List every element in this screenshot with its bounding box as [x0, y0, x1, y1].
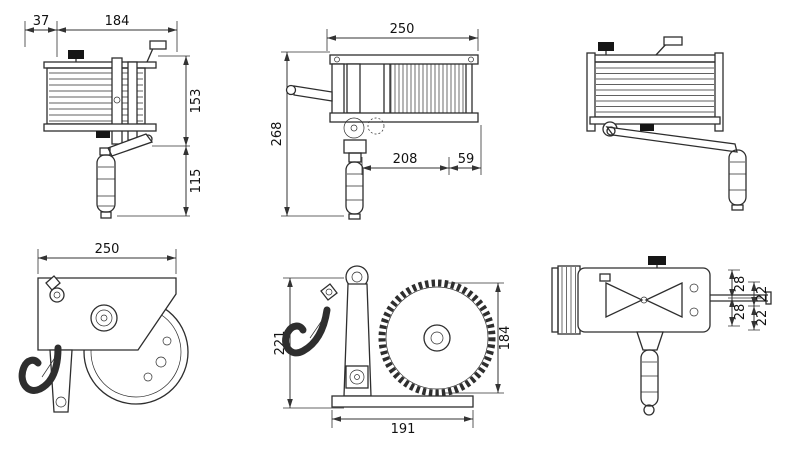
- dim-bottom-gear: 191: [331, 410, 474, 437]
- handle-grip: [728, 149, 747, 206]
- handle-hub: [343, 139, 367, 154]
- mount-hole: [689, 283, 699, 293]
- dim-top-side-left: 37 184: [24, 14, 178, 57]
- cable-wraps-hatch: [49, 72, 143, 122]
- ratchet-knob: [598, 42, 614, 51]
- axle-bolt: [90, 304, 118, 332]
- dim-label-offset: 37: [33, 14, 50, 29]
- ratchet-lever: [293, 85, 333, 102]
- top-frame-bar: [329, 54, 479, 65]
- side-plate: [586, 52, 596, 132]
- crank-handle-side-left: [96, 133, 154, 219]
- cable-wraps-hatch: [596, 67, 714, 113]
- dim-label-top-d1: 28: [733, 276, 748, 293]
- safety-latch: [309, 315, 326, 339]
- dim-label-handle-height: 115: [189, 169, 204, 194]
- gear-hub: [343, 117, 365, 139]
- ratchet-knob: [648, 256, 666, 265]
- safety-latch: [41, 355, 57, 378]
- view-front: 250 268: [270, 22, 482, 220]
- center-shaft: [346, 63, 361, 114]
- handle-below-top-view: [636, 331, 664, 416]
- support-arm: [331, 265, 474, 408]
- drum-hatch: [561, 267, 576, 333]
- crank-handle-side-right: [605, 126, 747, 211]
- view-pulley-block: 250: [18, 242, 189, 413]
- gear-hub: [423, 324, 451, 352]
- bolt-plate: [345, 365, 369, 389]
- dim-top-front: 250: [326, 22, 479, 51]
- gear-teeth: [378, 279, 496, 397]
- shackle-pin: [320, 283, 338, 301]
- dim-label-base-width: 191: [391, 422, 416, 437]
- mount-hole: [689, 307, 699, 317]
- crank-arm: [605, 126, 738, 153]
- dim-right-side-left: 153 115: [117, 55, 204, 217]
- view-gear-side: 221 184: [273, 265, 513, 437]
- mount-plate: [37, 275, 177, 351]
- hook-lower: [282, 283, 338, 357]
- drum-flange: [465, 57, 473, 121]
- winch-body-side-left: [43, 40, 167, 145]
- cable-coil-hatch: [390, 62, 464, 118]
- cable-drum: [593, 61, 717, 118]
- handle-grip: [96, 154, 116, 213]
- pawl-block: [640, 124, 654, 131]
- handle-bracket: [636, 331, 664, 351]
- handle-grip: [345, 161, 364, 215]
- view-top: 28 28 22 22: [551, 256, 772, 416]
- dim-label-front-height: 268: [270, 122, 285, 147]
- pawl-block: [96, 131, 110, 138]
- pinion-gear: [367, 117, 385, 135]
- dim-bottom-front: 208 59: [361, 125, 482, 175]
- dim-label-front-width: 250: [390, 22, 415, 37]
- dim-left-front: 268: [270, 51, 344, 217]
- dim-label-drum-width: 59: [458, 152, 475, 167]
- dim-label-top-d2: 28: [733, 304, 748, 321]
- mid-frame-bar: [329, 112, 479, 123]
- dim-top-pulley: 250: [37, 242, 177, 274]
- drum-flange: [383, 57, 391, 121]
- side-plate: [714, 52, 724, 132]
- dim-label-top-d3: 22: [755, 286, 770, 303]
- lever-knob: [285, 84, 297, 96]
- drum-end: [557, 265, 581, 335]
- cable-rod: [710, 291, 772, 305]
- label-plate: [663, 36, 683, 46]
- dim-right-top: 28 28 22 22: [728, 269, 770, 331]
- crank-grip-front: [345, 161, 364, 220]
- handle-grip: [640, 349, 659, 407]
- dim-label-pulley-width: 250: [95, 242, 120, 257]
- winch-top-body: [551, 256, 711, 335]
- dim-label-frame-width: 208: [393, 152, 418, 167]
- frame-plate: [577, 267, 711, 333]
- label-plate: [149, 40, 167, 50]
- brace-cutout: [605, 281, 683, 319]
- shackle-pin: [45, 275, 61, 291]
- base-plate: [331, 395, 474, 408]
- view-side-left: 37 184 153: [24, 14, 204, 219]
- hook: [18, 344, 62, 394]
- winch-body-front: [285, 54, 479, 163]
- dim-label-width: 184: [105, 14, 130, 29]
- view-side-right: [586, 36, 747, 211]
- dim-right-gear: 184: [445, 282, 513, 394]
- gear-wheel: [378, 279, 496, 397]
- dim-label-body-height: 153: [189, 89, 204, 114]
- shackle-eye: [49, 287, 65, 303]
- dim-label-top-d4: 22: [755, 310, 770, 327]
- ratchet-knob: [68, 50, 84, 59]
- dim-label-gear-diameter: 184: [498, 326, 513, 351]
